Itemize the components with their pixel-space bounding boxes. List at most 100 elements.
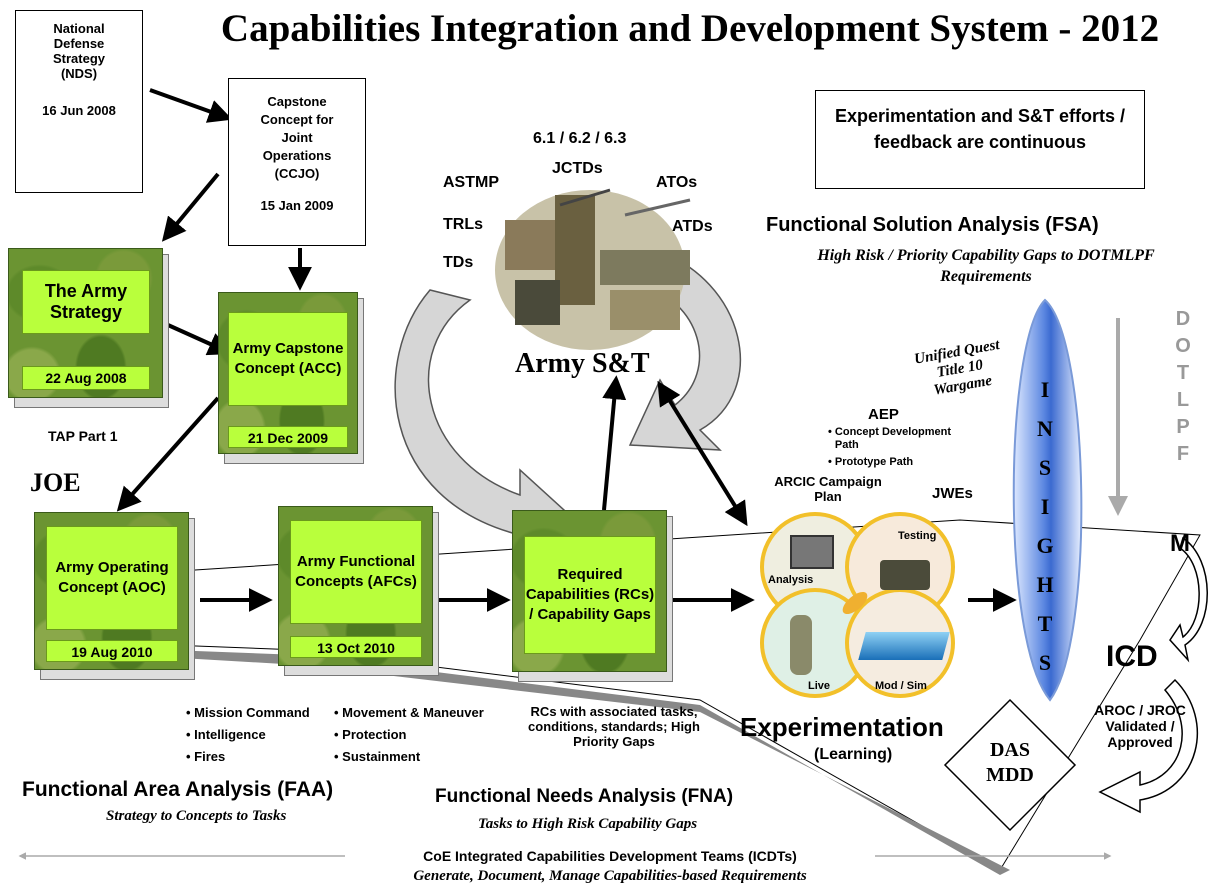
army-strategy-book: The Army Strategy 22 Aug 2008 xyxy=(8,248,169,408)
testing-label: Testing xyxy=(898,530,937,542)
dotmlpf-p: P xyxy=(1176,416,1190,438)
dotmlpf-d: D xyxy=(1175,308,1191,330)
dotmlpf-l: L xyxy=(1176,389,1190,411)
dotmlpf-t: T xyxy=(1176,362,1190,384)
dotmlpf-f: F xyxy=(1176,443,1190,465)
continuous-note-box: Experimentation and S&T efforts / feedba… xyxy=(815,90,1145,189)
nds-line1: National xyxy=(53,21,105,36)
rc-book: Required Capabilities (RCs) / Capability… xyxy=(512,510,673,682)
bullet-mission-command: • Mission Command xyxy=(186,705,310,720)
nds-box: National Defense Strategy (NDS) 16 Jun 2… xyxy=(15,10,143,193)
aep-title: AEP xyxy=(868,406,899,423)
experimentation-sub: (Learning) xyxy=(814,746,893,763)
das-mdd-diamond xyxy=(943,698,1077,832)
nds-line4: (NDS) xyxy=(60,66,98,81)
aep-bullet-1: Concept Development Path xyxy=(834,426,952,451)
st-title: Army S&T xyxy=(515,348,650,379)
aoc-label: Army Operating Concept (AOC) xyxy=(46,526,178,630)
aoc-date: 19 Aug 2010 xyxy=(46,640,178,662)
arcic-campaign-plan: ARCIC Campaign Plan xyxy=(774,474,882,504)
insights-letters: I N S I G H T S xyxy=(1030,370,1060,682)
afc-date: 13 Oct 2010 xyxy=(290,636,422,658)
fna-title: Functional Needs Analysis (FNA) xyxy=(435,786,734,807)
tap-part-note: TAP Part 1 xyxy=(48,428,118,444)
page-title: Capabilities Integration and Development… xyxy=(220,7,1160,50)
icd-to-das-arrow xyxy=(1098,678,1199,814)
acc-date: 21 Dec 2009 xyxy=(228,426,348,448)
insights-blade xyxy=(1012,298,1083,702)
icd-label: ICD xyxy=(1106,640,1158,673)
insights-letter: I xyxy=(1040,377,1050,402)
st-tds: TDs xyxy=(443,254,474,271)
insights-letter: S xyxy=(1038,455,1052,480)
ccjo-line1: Capstone xyxy=(267,94,327,109)
ccjo-box: Capstone Concept for Joint Operations (C… xyxy=(228,78,366,246)
live-label: Live xyxy=(808,680,831,692)
bullet-protection: • Protection xyxy=(334,727,407,742)
fna-subtitle: Tasks to High Risk Capability Gaps xyxy=(478,816,698,832)
simulation-icon xyxy=(858,632,950,660)
acc-label: Army Capstone Concept (ACC) xyxy=(228,312,348,406)
st-atos: ATOs xyxy=(656,174,698,191)
experimentation-title: Experimentation xyxy=(740,712,944,742)
m-to-icd-arrow xyxy=(1169,536,1208,663)
aep-bullet-2: Prototype Path xyxy=(834,456,914,468)
computer-icon xyxy=(790,535,834,569)
icdt-subtitle: Generate, Document, Manage Capabilities-… xyxy=(413,868,807,884)
nds-date: 16 Jun 2008 xyxy=(42,103,116,118)
insights-letter: G xyxy=(1036,533,1054,558)
army-strategy-label: The Army Strategy xyxy=(22,270,150,334)
dotmlpf-o: O xyxy=(1175,335,1191,357)
dotmlpf-column: D O T L P F xyxy=(1168,306,1198,468)
mdd-label: MDD xyxy=(986,764,1034,786)
bullet-fires: • Fires xyxy=(186,749,226,764)
fsa-title: Functional Solution Analysis (FSA) xyxy=(766,214,1099,236)
jwes-label: JWEs xyxy=(932,485,973,502)
afc-book: Army Functional Concepts (AFCs) 13 Oct 2… xyxy=(278,506,439,676)
acc-book: Army Capstone Concept (ACC) 21 Dec 2009 xyxy=(218,292,364,464)
aoc-book: Army Operating Concept (AOC) 19 Aug 2010 xyxy=(34,512,195,680)
ccjo-line2: Concept for xyxy=(260,112,334,127)
ccjo-date: 15 Jan 2009 xyxy=(260,198,334,213)
faa-bullets-left: • Mission Command • Intelligence • Fires xyxy=(186,702,310,768)
fsa-subtitle: High Risk / Priority Capability Gaps to … xyxy=(817,247,1155,285)
bullet-intelligence: • Intelligence xyxy=(186,727,266,742)
icdt-title: CoE Integrated Capabilities Development … xyxy=(423,848,797,864)
nds-line2: Defense xyxy=(53,36,105,51)
bullet-sustainment: • Sustainment xyxy=(334,749,421,764)
aroc-jroc-note: AROC / JROC Validated / Approved xyxy=(1094,702,1186,750)
insights-letter: S xyxy=(1038,650,1052,675)
st-astmp: ASTMP xyxy=(443,174,499,191)
nds-line3: Strategy xyxy=(52,51,106,66)
analysis-label: Analysis xyxy=(768,574,814,586)
faa-title: Functional Area Analysis (FAA) xyxy=(22,778,334,801)
soldier-icon xyxy=(790,615,812,675)
afc-label: Army Functional Concepts (AFCs) xyxy=(290,520,422,624)
ccjo-line5: (CCJO) xyxy=(274,166,320,181)
background-arrow-shadow xyxy=(40,645,1010,875)
das-mdd-label: DAS MDD xyxy=(975,738,1045,788)
insights-letter: I xyxy=(1040,494,1050,519)
bullet-movement-maneuver: • Movement & Maneuver xyxy=(334,705,484,720)
st-61-62-63: 6.1 / 6.2 / 6.3 xyxy=(533,130,627,147)
st-atds: ATDs xyxy=(672,218,713,235)
st-trls: TRLs xyxy=(443,216,483,233)
dotmlpf-m: M xyxy=(1170,530,1190,557)
insights-letter: N xyxy=(1037,416,1053,441)
rc-label: Required Capabilities (RCs) / Capability… xyxy=(524,536,656,654)
aep-bullets: • Concept Development Path • Prototype P… xyxy=(828,426,958,469)
faa-bullets-right: • Movement & Maneuver • Protection • Sus… xyxy=(334,702,484,768)
joe-label: JOE xyxy=(30,468,81,497)
faa-subtitle: Strategy to Concepts to Tasks xyxy=(106,808,287,824)
vehicle-icon xyxy=(880,560,930,590)
ccjo-line3: Joint xyxy=(281,130,313,145)
rc-note: RCs with associated tasks, conditions, s… xyxy=(528,704,700,749)
insights-letter: T xyxy=(1037,611,1053,636)
st-equipment-collage xyxy=(495,188,691,350)
das-label: DAS xyxy=(989,739,1030,761)
st-jctds: JCTDs xyxy=(552,160,603,177)
insights-letter: H xyxy=(1036,572,1054,597)
ccjo-line4: Operations xyxy=(262,148,332,163)
modsim-label: Mod / Sim xyxy=(875,680,927,692)
army-strategy-date: 22 Aug 2008 xyxy=(22,366,150,390)
